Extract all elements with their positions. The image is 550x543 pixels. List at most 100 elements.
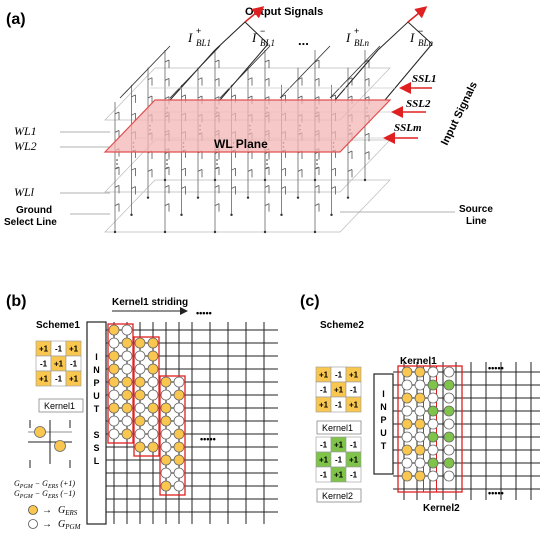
kernel1-grid-label: Kernel1 <box>400 356 437 367</box>
memory-cell-k1 <box>414 431 426 443</box>
cell-transistor <box>181 186 186 189</box>
crossbar-grid-b <box>106 322 278 524</box>
kernel1-striding-label: Kernel1 striding <box>112 297 188 308</box>
memory-cell <box>147 415 159 427</box>
svg-text:−: − <box>418 26 423 36</box>
cell-transistor <box>314 203 320 207</box>
kernel2-matrix-c: -1+1-1+1-1+1-1+1-1 <box>315 436 362 483</box>
cell-transistor <box>164 59 170 63</box>
cell-transistor <box>114 129 120 133</box>
memory-cell-k1 <box>401 444 413 456</box>
kernel-value: +1 <box>334 471 344 480</box>
output-signals-title: Output Signals <box>245 6 323 18</box>
memory-cell-k2 <box>427 392 439 404</box>
kernel-value: -1 <box>335 371 343 380</box>
kernel-value: -1 <box>70 360 78 369</box>
memory-cell-k2 <box>427 470 439 482</box>
legend-pgm: → GPGM <box>28 519 82 531</box>
string-node <box>296 196 300 199</box>
kernel1-matrix-c: +1-1+1-1+1-1+1-1+1 <box>315 366 362 413</box>
wl-plane <box>103 99 392 153</box>
string-node <box>313 230 317 234</box>
kernel-value: +1 <box>69 345 79 354</box>
bit-line <box>219 43 269 101</box>
crossbar-grid-c <box>393 362 540 500</box>
kernel-value: +1 <box>319 456 329 465</box>
svg-text:I: I <box>345 30 351 45</box>
cell-transistor <box>264 203 270 207</box>
kernel-value: +1 <box>319 401 329 410</box>
memory-cell <box>147 376 159 388</box>
kernel1-label-c: Kernel1 <box>322 423 353 433</box>
cell-transistor <box>231 167 236 171</box>
memory-cell <box>108 324 120 336</box>
kernel-value: -1 <box>350 471 358 480</box>
memory-cell-k1 <box>414 366 426 378</box>
memory-cell-k2 <box>427 379 439 391</box>
memory-cell <box>160 389 172 401</box>
kernel-value: -1 <box>320 471 328 480</box>
memory-cell <box>121 337 133 349</box>
cell-transistor <box>281 94 286 98</box>
kernel2-label-c: Kernel2 <box>322 491 353 501</box>
memory-cell <box>173 467 185 479</box>
memory-cell <box>147 428 159 440</box>
legend-ers: → GERS <box>28 505 78 517</box>
string-node <box>163 178 167 182</box>
cell-transistor <box>231 186 236 189</box>
wll-label: WLl <box>14 185 35 199</box>
memory-cell <box>173 402 185 414</box>
kernel-cell <box>345 466 362 483</box>
input-ssl-letter: U <box>93 391 100 401</box>
memory-cell <box>147 389 159 401</box>
kernel-value: -1 <box>55 345 63 354</box>
svg-text:GPGM − GERS (−1): GPGM − GERS (−1) <box>14 489 75 500</box>
memory-cell <box>160 428 172 440</box>
string-node <box>146 196 150 199</box>
label-bl-dots: ... <box>298 33 309 48</box>
string-node <box>180 213 183 217</box>
cell-transistor <box>231 94 236 98</box>
memory-cell <box>160 454 172 466</box>
memory-cell-k2 <box>427 405 439 417</box>
svg-text:→: → <box>42 505 52 516</box>
memory-cell <box>121 402 133 414</box>
svg-text:GERS: GERS <box>58 505 78 517</box>
ellipsis-dot <box>266 163 268 165</box>
label-i-bl1-plus: I + BL1 <box>187 26 211 48</box>
svg-text:GPGM − GERS (+1): GPGM − GERS (+1) <box>14 479 75 490</box>
memory-cell <box>173 441 185 453</box>
memory-cell <box>134 402 146 414</box>
cell-transistor <box>264 59 270 63</box>
input-ssl-box <box>86 321 107 525</box>
string-node <box>196 196 200 199</box>
memory-cell <box>147 350 159 362</box>
memory-cell-k2 <box>427 366 439 378</box>
memory-cell-k1 <box>414 444 426 456</box>
memory-cell-k1 <box>414 457 426 469</box>
memory-cell-k1 <box>401 379 413 391</box>
memory-cell-k2 <box>443 444 455 456</box>
memory-cell <box>147 363 159 375</box>
kernel-value: -1 <box>335 456 343 465</box>
panel-b-dots-mid: ••••• <box>200 434 216 444</box>
memory-cell-k1 <box>401 405 413 417</box>
memory-cell <box>121 415 133 427</box>
cell-transistor <box>364 151 370 155</box>
cell-transistor <box>164 77 170 81</box>
ellipsis-dot <box>116 163 118 165</box>
ground-select-line-1: Ground <box>16 205 52 216</box>
memory-cell-k2 <box>443 379 455 391</box>
ellipsis-dot <box>316 159 318 161</box>
cell-transistor <box>147 95 153 99</box>
scheme1-title: Scheme1 <box>36 320 80 331</box>
input-ssl-letter: N <box>93 365 100 375</box>
string-node <box>113 230 117 234</box>
kernel-value: -1 <box>335 401 343 410</box>
cell-transistor <box>197 95 203 99</box>
memory-cell <box>173 428 185 440</box>
string-node <box>130 213 133 217</box>
memory-cell <box>134 363 146 375</box>
ellipsis-dot <box>116 159 118 161</box>
kernel-value: +1 <box>334 386 344 395</box>
